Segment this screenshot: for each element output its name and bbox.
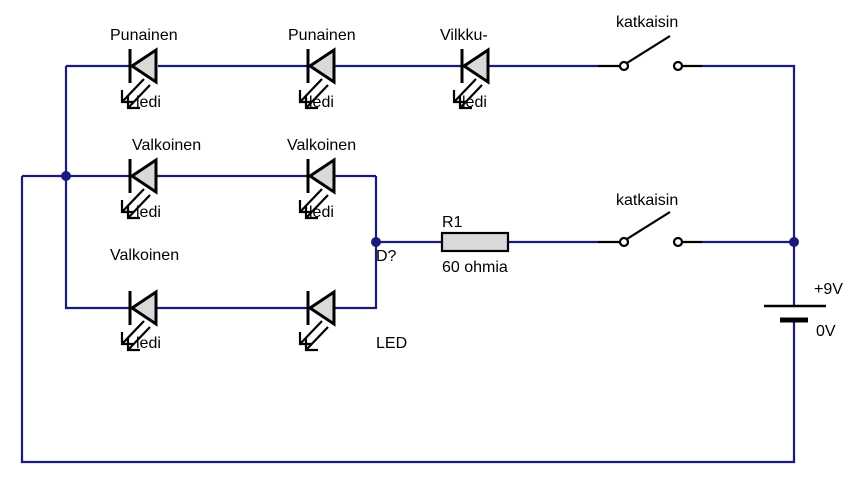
- led-3-name: Vilkku-: [440, 27, 488, 44]
- led-5-name: Valkoinen: [287, 137, 356, 154]
- resistor-value: 60 ohmia: [442, 259, 508, 276]
- resistor-ref: R1: [442, 214, 463, 231]
- wire-outer-loop: [20, 176, 796, 464]
- battery-minus-label: 0V: [816, 323, 836, 340]
- led-2-name: Punainen: [288, 27, 356, 44]
- led-4-sub: ledi: [136, 204, 161, 221]
- led-6-name: Valkoinen: [110, 247, 179, 264]
- led-1-name: Punainen: [110, 27, 178, 44]
- led-symbol-icon: [298, 289, 336, 352]
- switch-top-label: katkaisin: [616, 14, 678, 31]
- led-1-sub: ledi: [136, 94, 161, 111]
- switch-symbol-icon: [598, 35, 702, 72]
- led-2-sub: ledi: [309, 94, 334, 111]
- resistor-symbol-icon: [440, 231, 510, 253]
- led-symbol-icon: [120, 47, 158, 110]
- led-6-sub: ledi: [136, 335, 161, 352]
- led-7-name: LED: [376, 335, 407, 352]
- switch-mid-label: katkaisin: [616, 192, 678, 209]
- wire-top-row: [66, 64, 796, 242]
- wire-resistor-branch: [376, 240, 796, 306]
- junction-node: [789, 237, 799, 247]
- junction-node: [61, 171, 71, 181]
- led-3-sub: ledi: [462, 94, 487, 111]
- junction-node: [371, 237, 381, 247]
- battery-plus-label: +9V: [814, 281, 843, 298]
- junctions: [61, 171, 799, 247]
- battery-symbol-icon: [764, 304, 826, 323]
- led-4-name: Valkoinen: [132, 137, 201, 154]
- wires: [20, 64, 796, 464]
- switch-symbol-icon: [598, 211, 702, 248]
- led-7-ref: D?: [376, 248, 397, 265]
- led-5-sub: ledi: [309, 204, 334, 221]
